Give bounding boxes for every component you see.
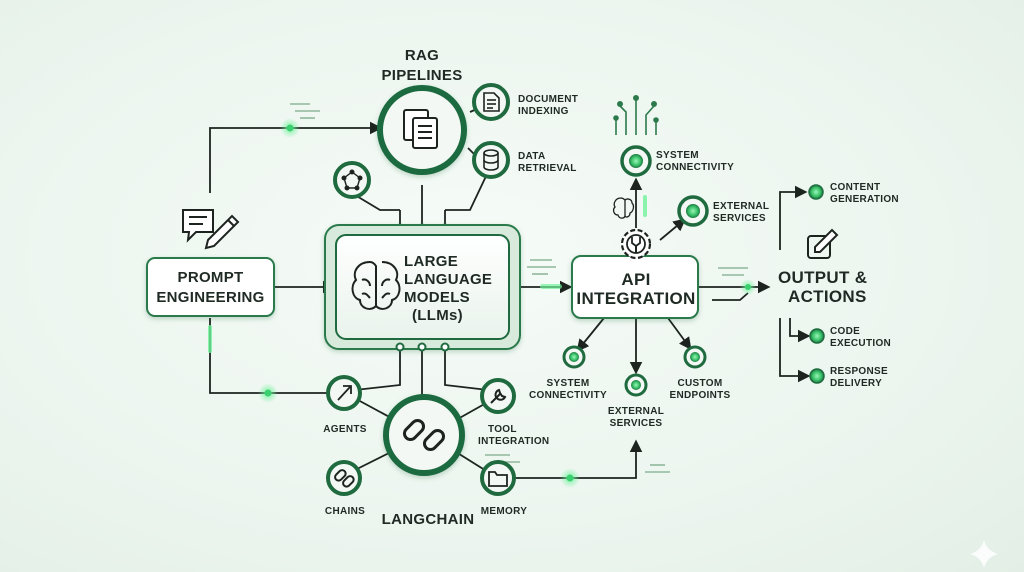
data-retrieval-line1: DATA xyxy=(518,151,546,162)
response-delivery-node[interactable] xyxy=(809,368,825,384)
top-external-line1: EXTERNAL xyxy=(713,201,769,212)
link-icon xyxy=(334,469,355,488)
output-title-line2: ACTIONS xyxy=(788,287,867,306)
chains-label: CHAINS xyxy=(325,506,365,517)
brain-icon xyxy=(351,260,401,310)
custom-line2: ENDPOINTS xyxy=(669,390,730,401)
doc-indexing-line2: INDEXING xyxy=(518,106,569,117)
langchain-node[interactable] xyxy=(383,394,465,476)
bottom-system-line2: CONNECTIVITY xyxy=(529,390,607,401)
content-line2: GENERATION xyxy=(830,194,899,205)
document-indexing-node[interactable] xyxy=(472,83,510,121)
llm-line1: LARGE xyxy=(404,253,458,270)
prompt-line1: PROMPT xyxy=(178,269,244,286)
wrench-icon xyxy=(490,388,507,404)
content-line1: CONTENT xyxy=(830,182,880,193)
document-icon xyxy=(483,92,500,112)
langchain-title: LANGCHAIN xyxy=(382,511,475,528)
doc-indexing-line1: DOCUMENT xyxy=(518,94,578,105)
top-system-line1: SYSTEM xyxy=(656,150,699,161)
circuit-lines xyxy=(613,95,659,135)
rag-title-line2: PIPELINES xyxy=(381,67,462,84)
sparkle-icon xyxy=(970,540,998,568)
prompt-line2: ENGINEERING xyxy=(156,289,264,306)
network-icon xyxy=(341,169,363,191)
edit-icon xyxy=(807,228,839,259)
bottom-system-line1: SYSTEM xyxy=(547,378,590,389)
llm-box[interactable] xyxy=(335,234,510,340)
rag-title-line1: RAG xyxy=(405,47,439,64)
llm-line3: MODELS xyxy=(404,289,470,306)
connector-lines xyxy=(209,103,811,479)
langchain-group: LANGCHAIN AGENTS TOOL INTEGRATION CHAINS… xyxy=(323,375,549,528)
decorative-dashes xyxy=(290,103,748,473)
chain-link-icon xyxy=(402,418,446,452)
bottom-external-line2: SERVICES xyxy=(610,418,663,429)
tool-integration-line1: TOOL xyxy=(488,424,517,435)
api-line1: API xyxy=(621,270,650,289)
llm-line2: LANGUAGE xyxy=(404,271,492,288)
glow-dots xyxy=(208,118,756,488)
data-retrieval-line2: RETRIEVAL xyxy=(518,163,577,174)
llm-line4: (LLMs) xyxy=(412,307,463,324)
code-line2: EXECUTION xyxy=(830,338,891,349)
rag-pipelines-group: RAG PIPELINES DOCUMENT INDEXING DATA RET… xyxy=(333,47,578,233)
prompt-engineering-box[interactable] xyxy=(146,257,275,317)
documents-icon xyxy=(403,109,438,149)
tool-integration-line2: INTEGRATION xyxy=(478,436,549,447)
memory-node[interactable] xyxy=(480,460,516,496)
llm-group: LARGE LANGUAGE MODELS (LLMs) xyxy=(324,224,521,352)
code-line1: CODE xyxy=(830,326,860,337)
api-line2: INTEGRATION xyxy=(576,289,695,308)
network-node[interactable] xyxy=(333,161,371,199)
output-title-line1: OUTPUT & xyxy=(778,268,867,287)
memory-label: MEMORY xyxy=(481,506,527,517)
api-integration-group: SYSTEM CONNECTIVITY EXTERNAL SERVICES AP… xyxy=(529,145,769,429)
small-brain-icon xyxy=(612,197,635,219)
database-icon xyxy=(483,149,499,171)
response-line1: RESPONSE xyxy=(830,366,888,377)
chat-pencil-icon xyxy=(182,209,240,250)
response-line2: DELIVERY xyxy=(830,378,882,389)
gear-wrench-icon xyxy=(620,228,652,260)
folder-icon xyxy=(488,471,508,487)
output-actions-group: CONTENT GENERATION OUTPUT & ACTIONS CODE… xyxy=(778,182,899,389)
bottom-external-line1: EXTERNAL xyxy=(608,406,664,417)
custom-line1: CUSTOM xyxy=(678,378,723,389)
arrow-cursor-icon xyxy=(337,385,352,401)
code-execution-node[interactable] xyxy=(809,328,825,344)
data-retrieval-node[interactable] xyxy=(472,141,510,179)
prompt-engineering-group: PROMPT ENGINEERING xyxy=(146,209,275,317)
content-generation-node[interactable] xyxy=(808,184,824,200)
agents-label: AGENTS xyxy=(323,424,366,435)
top-external-line2: SERVICES xyxy=(713,213,766,224)
top-system-line2: CONNECTIVITY xyxy=(656,162,734,173)
